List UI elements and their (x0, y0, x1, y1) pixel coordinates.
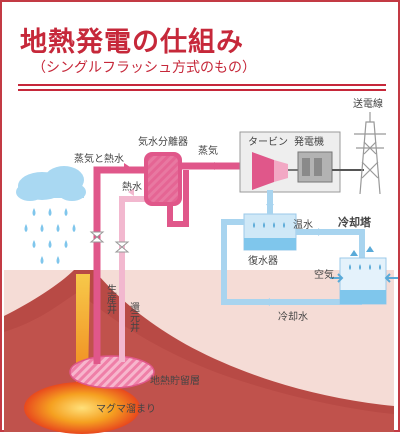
title-rule-top (18, 84, 386, 86)
air-inflow-arrows-icon (330, 273, 398, 283)
label-separator: 気水分離器 (138, 135, 188, 148)
magma-vent (76, 274, 90, 382)
valve-icon-production (89, 231, 105, 243)
label-steam: 蒸気 (198, 144, 218, 157)
label-warm-water: 温水 (293, 219, 313, 231)
label-steam-hot-water: 蒸気と熱水 (74, 152, 124, 165)
arrow-steam-hot-water (124, 163, 130, 171)
label-cooling-water: 冷却水 (278, 310, 308, 323)
label-generator: 発電機 (294, 135, 324, 148)
rain-cloud-icon (16, 166, 86, 201)
label-magma: マグマ溜まり (96, 402, 156, 415)
arrow-cooling-water (264, 298, 270, 306)
arrow-warm-water (318, 228, 324, 236)
separator-drain-pipe (167, 170, 189, 227)
label-production-well: 生産井 (105, 283, 117, 315)
label-condenser: 復水器 (248, 254, 278, 267)
arrow-hot-water (128, 188, 134, 196)
label-cooling-tower: 冷却塔 (338, 215, 372, 229)
page-subtitle: （シングルフラッシュ方式のもの） (32, 60, 256, 76)
turbine-icon (252, 152, 288, 190)
label-reservoir: 地熱貯留層 (150, 374, 200, 387)
label-air: 空気 (314, 268, 334, 281)
arrow-condenser-down (266, 204, 274, 210)
transmission-tower-icon (354, 112, 386, 195)
production-well-pipe (93, 166, 144, 364)
label-reinjection-well: 還元井 (128, 302, 140, 333)
label-turbine: タービン (248, 136, 288, 148)
label-hot-water: 熱水 (122, 180, 142, 193)
condenser-spray-icon (253, 222, 285, 228)
raindrops-icon (24, 208, 76, 264)
label-power-line: 送電線 (353, 97, 383, 110)
geothermal-reservoir (69, 355, 155, 389)
cooling-tower-spray-icon (349, 264, 381, 270)
title-rule-bottom (18, 89, 386, 91)
magma-chamber (24, 382, 140, 434)
page-title: 地熱発電の仕組み (20, 27, 244, 58)
arrow-steam (214, 162, 220, 170)
cooling-tower-updraft-arrows-icon (350, 246, 374, 256)
valve-icon-reinjection (114, 241, 130, 253)
